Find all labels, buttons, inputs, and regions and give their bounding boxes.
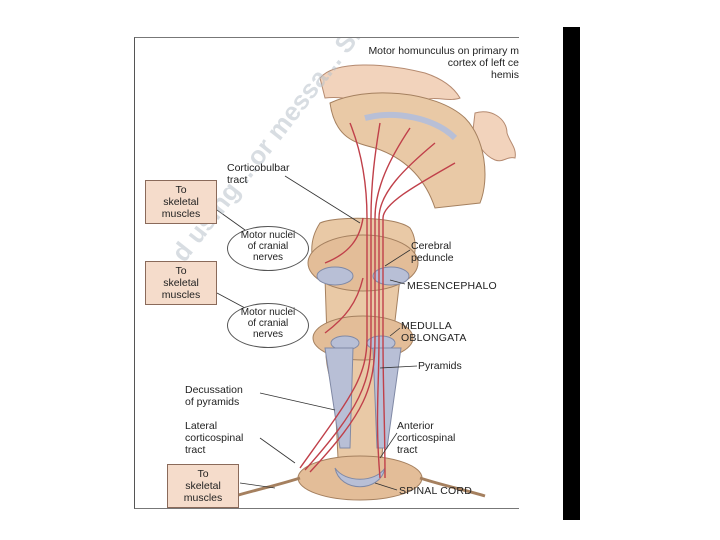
homunculus-face [472,111,516,162]
box-3-line-3: muscles [183,492,223,504]
cortex-gray-band [364,111,458,141]
label-medulla-line-2: OBLONGATA [401,332,467,344]
box-2-line-1: To [175,265,187,277]
peduncle-left [316,266,354,286]
label-decussation-line-2: of pyramids [185,396,240,408]
cerebral-cortex [329,92,486,209]
label-anterior-line-2: corticospinal [397,432,456,444]
label-peduncle-line-2: peduncle [411,252,454,264]
black-side-bar [563,27,580,520]
diagram-artwork [216,64,516,501]
label-corticobulbar: Corticobulbar tract [227,162,289,186]
skeletal-muscles-box-2: To skeletal muscles [145,261,217,305]
oval-2-line-1: Motor nuclei [240,307,296,318]
spinal-nerve-left [234,476,301,498]
label-mesencephalon: MESENCEPHALO [407,280,497,292]
skeletal-muscles-box-1: To skeletal muscles [145,180,217,224]
cranial-nuclei-oval-1: Motor nuclei of cranial nerves [227,226,309,271]
label-anterior-line-3: tract [397,444,418,456]
title-line-2: cortex of left ce [447,57,519,69]
label-medulla-line-1: MEDULLA [401,320,452,332]
label-medulla: MEDULLA OBLONGATA [401,320,467,344]
label-cerebral-peduncle: Cerebral peduncle [411,240,454,264]
label-lateral-line-2: corticospinal [185,432,244,444]
box-3-line-2: skeletal [185,480,221,492]
box-3-line-1: To [197,468,209,480]
label-corticobulbar-line-2: tract [227,174,248,186]
motor-tracts [299,122,456,479]
label-anterior-tract: Anterior corticospinal tract [397,420,455,456]
title-block: Motor homunculus on primary m cortex of … [333,45,519,81]
skeletal-muscles-box-3: To skeletal muscles [167,464,239,508]
label-lateral-line-3: tract [185,444,206,456]
oval-2-line-2: of cranial [247,318,289,329]
pyramid-column-left [324,347,354,449]
box-1-line-2: skeletal [163,196,199,208]
box-1-line-1: To [175,184,187,196]
spinal-nerve-right [419,476,486,498]
label-lateral-tract: Lateral corticospinal tract [185,420,243,456]
oval-2-line-3: nerves [252,329,283,340]
label-corticobulbar-line-1: Corticobulbar [227,162,290,174]
oval-1-line-3: nerves [252,252,283,263]
label-anterior-line-1: Anterior [397,420,434,432]
leader-lines [216,175,418,491]
peduncle-right [372,266,410,286]
label-spinal-cord: SPINAL CORD [399,485,472,497]
label-decussation-line-1: Decussation [185,384,243,396]
corticospinal-diagram: ...d using ...or messa... SmartDraw... M… [134,37,519,509]
oval-1-line-1: Motor nuclei [240,230,296,241]
box-1-line-3: muscles [161,208,201,220]
title-line-3: hemis [490,69,519,81]
label-peduncle-line-1: Cerebral [411,240,452,252]
title-line-1: Motor homunculus on primary m [368,45,519,57]
cranial-nuclei-oval-2: Motor nuclei of cranial nerves [227,303,309,348]
oval-1-line-2: of cranial [247,241,289,252]
box-2-line-3: muscles [161,289,201,301]
label-pyramids: Pyramids [418,360,462,372]
box-2-line-2: skeletal [163,277,199,289]
label-lateral-line-1: Lateral [185,420,218,432]
label-decussation: Decussation of pyramids [185,384,243,408]
